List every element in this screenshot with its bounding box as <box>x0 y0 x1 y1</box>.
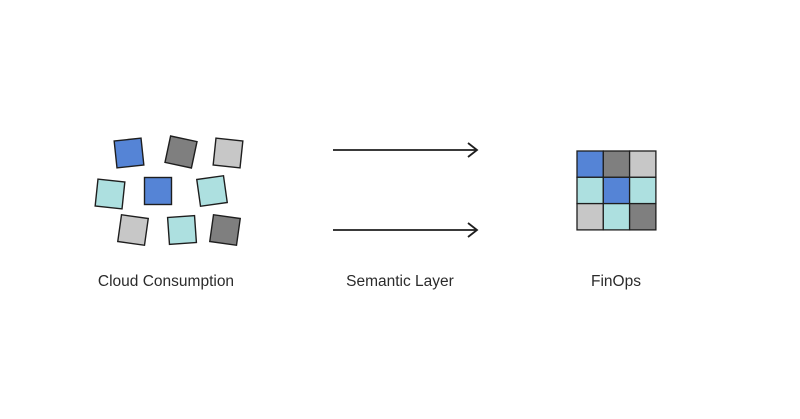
light-tile <box>116 213 150 247</box>
cloud-consumption-label: Cloud Consumption <box>97 273 235 290</box>
blue-tile <box>113 137 145 169</box>
arrow-head <box>467 222 479 238</box>
dark-grid-cell <box>602 150 631 178</box>
teal-grid-cell <box>602 202 631 231</box>
teal-tile <box>195 174 229 208</box>
teal-grid-cell <box>628 176 657 205</box>
cloud-consumption-tiles <box>94 135 244 247</box>
arrow <box>333 222 479 238</box>
finops-label: FinOps <box>591 273 641 290</box>
semantic-layer-arrows <box>333 142 479 238</box>
arrow <box>333 142 479 158</box>
teal-tile <box>94 178 126 210</box>
light-grid-cell <box>628 150 657 178</box>
light-tile <box>212 137 244 169</box>
dark-tile <box>208 213 242 247</box>
blue-grid-cell <box>576 150 604 178</box>
teal-grid-cell <box>576 176 604 205</box>
dark-grid-cell <box>628 202 657 231</box>
blue-tile <box>143 176 173 206</box>
dark-tile <box>164 135 198 169</box>
light-grid-cell <box>576 202 604 231</box>
blue-grid-cell <box>602 176 631 205</box>
arrow-head <box>467 142 479 158</box>
semantic-layer-label: Semantic Layer <box>346 273 454 290</box>
finops-grid <box>576 150 657 231</box>
teal-tile <box>166 214 198 246</box>
